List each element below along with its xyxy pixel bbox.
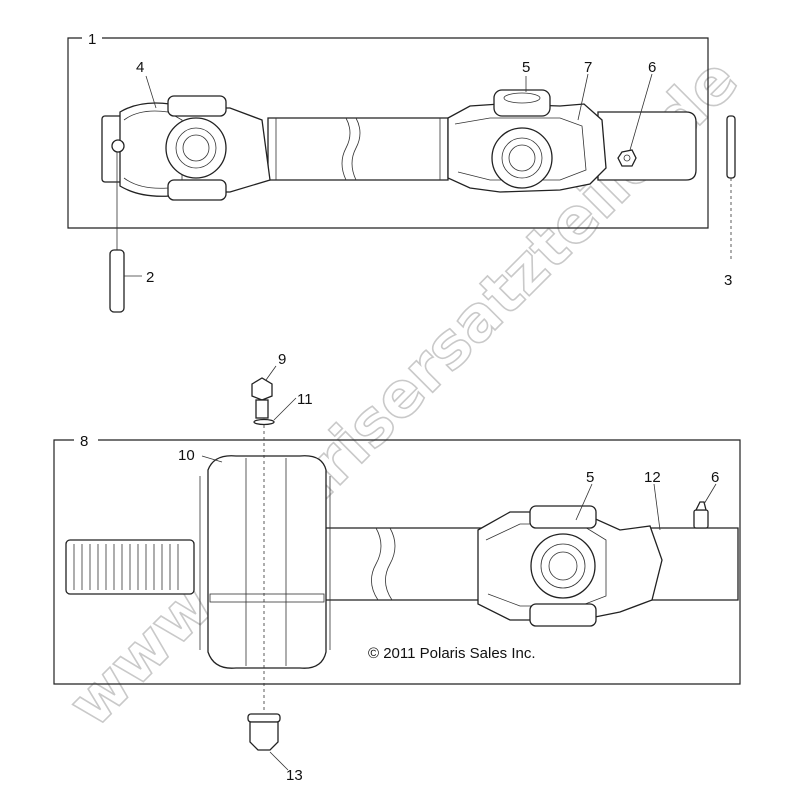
rear-u-joint-cap-top bbox=[529, 505, 597, 529]
callout-8: 8 bbox=[80, 433, 88, 450]
u-joint-cap-bottom-left bbox=[167, 179, 227, 201]
prop-shaft-assembly-front bbox=[67, 37, 736, 313]
callout-3: 3 bbox=[724, 272, 732, 289]
roll-pin-hole bbox=[111, 139, 125, 153]
rear-shaft-end-right bbox=[649, 527, 739, 601]
u-joint-cap-top-left bbox=[167, 95, 227, 117]
flange-nut bbox=[249, 721, 279, 751]
callout-11: 11 bbox=[297, 391, 313, 408]
u-joint-bearing-right bbox=[491, 127, 553, 189]
prop-shaft-assembly-rear bbox=[53, 365, 741, 771]
rear-shaft-tube bbox=[319, 527, 491, 601]
assembly-1-frame bbox=[67, 37, 709, 229]
grease-fitting-rear bbox=[693, 509, 709, 529]
assembly-8-frame bbox=[53, 439, 741, 685]
callout-5-top: 5 bbox=[522, 59, 530, 76]
shaft-tube bbox=[267, 117, 449, 181]
callout-9: 9 bbox=[278, 351, 286, 368]
callout-6-top: 6 bbox=[648, 59, 656, 76]
u-joint-bearing-left bbox=[165, 117, 227, 179]
callout-5-bottom: 5 bbox=[586, 469, 594, 486]
callout-6-bottom: 6 bbox=[711, 469, 719, 486]
callout-2: 2 bbox=[146, 269, 154, 286]
copyright-notice: © 2011 Polaris Sales Inc. bbox=[368, 645, 536, 662]
shaft-end-right bbox=[597, 111, 697, 181]
callout-4: 4 bbox=[136, 59, 144, 76]
callout-13: 13 bbox=[286, 767, 303, 784]
rear-u-joint-cap-bottom bbox=[529, 603, 597, 627]
callout-12: 12 bbox=[644, 469, 661, 486]
callout-7: 7 bbox=[584, 59, 592, 76]
rear-u-joint-bearing bbox=[530, 533, 596, 599]
roll-pin bbox=[109, 249, 125, 313]
callout-1: 1 bbox=[88, 31, 96, 48]
grease-fitting-top bbox=[617, 149, 637, 167]
flange-bolt bbox=[251, 377, 273, 401]
washer bbox=[253, 418, 275, 426]
callout-10: 10 bbox=[178, 447, 195, 464]
snap-ring bbox=[726, 115, 736, 179]
carrier-bearing bbox=[207, 455, 327, 669]
